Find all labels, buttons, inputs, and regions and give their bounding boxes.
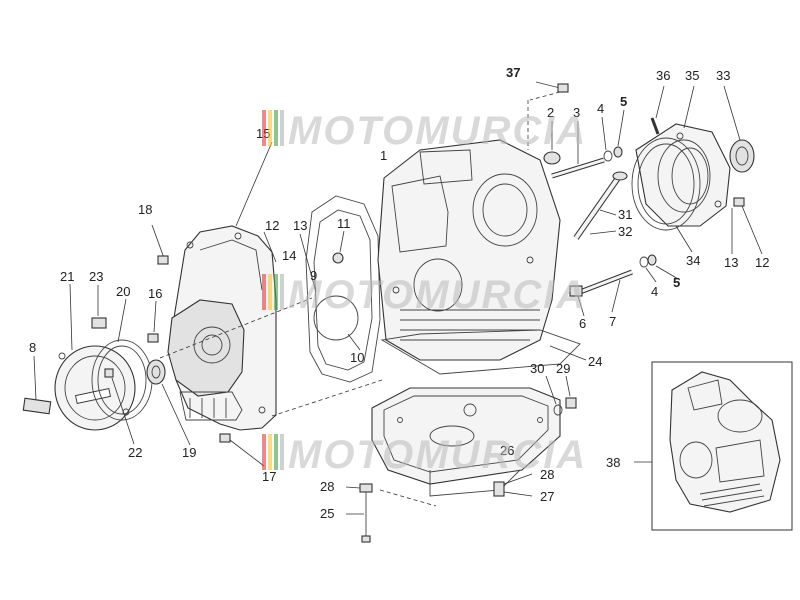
callout-9: 9	[310, 268, 317, 283]
leader-lines	[33, 85, 763, 515]
callout-31: 31	[618, 207, 632, 222]
stud-3	[551, 157, 605, 179]
timing-housing	[167, 299, 245, 421]
callout-2: 2	[547, 105, 554, 120]
callout-37: 37	[506, 65, 520, 80]
callout-21: 21	[60, 269, 74, 284]
callout-22: 22	[128, 445, 142, 460]
callout-26: 26	[500, 443, 514, 458]
callout-28-right: 28	[540, 467, 554, 482]
bush-2	[543, 151, 561, 165]
motomurcia-logo: MOTOMURCIA	[288, 433, 587, 477]
callout-11: 11	[337, 216, 351, 231]
callout-18: 18	[138, 202, 152, 217]
front-cover	[54, 345, 136, 431]
callout-4: 4	[597, 101, 604, 116]
crankcase-gasket	[305, 195, 381, 383]
stud-7	[579, 269, 633, 295]
callout-20: 20	[116, 284, 130, 299]
callout-19: 19	[182, 445, 196, 460]
pin-36	[650, 117, 660, 135]
motomurcia-logo: MOTOMURCIA	[288, 109, 587, 153]
nut-5-top	[613, 146, 623, 158]
callout-12-left: 12	[265, 218, 279, 233]
dipstick	[573, 171, 628, 240]
callout-17: 17	[262, 469, 276, 484]
washer-4-top	[603, 150, 613, 162]
callout-6: 6	[579, 316, 586, 331]
cable-clip	[91, 317, 107, 329]
watermark-bottom: MOTOMURCIA	[262, 433, 587, 477]
rear-seal	[729, 139, 755, 173]
callout-28-left: 28	[320, 479, 334, 494]
callout-labels: 2 3 4 5 37 36 35 33 31 32 34 13 12 4 5 6…	[29, 65, 769, 521]
washer-30	[553, 404, 563, 416]
callout-5-right: 5	[673, 275, 680, 290]
callout-1: 1	[380, 148, 387, 163]
bolt-18	[151, 224, 169, 265]
callout-13-left: 13	[293, 218, 307, 233]
callout-3: 3	[573, 105, 580, 120]
callout-32: 32	[618, 224, 632, 239]
crankcase	[377, 139, 561, 361]
callout-10: 10	[350, 350, 364, 365]
inset-panel	[634, 361, 793, 531]
oil-sump	[371, 387, 561, 497]
callout-8: 8	[29, 340, 36, 355]
sump-gasket	[380, 329, 581, 375]
callout-14: 14	[282, 248, 296, 263]
drain-bolt	[359, 483, 373, 543]
callout-29: 29	[556, 361, 570, 376]
drain-plug	[493, 481, 505, 497]
rubber-pad	[22, 397, 52, 415]
bush-6	[569, 285, 583, 297]
callout-16: 16	[148, 286, 162, 301]
nut-5-right	[647, 254, 657, 266]
motomurcia-logo: MOTOMURCIA	[288, 273, 587, 317]
callout-4-right: 4	[651, 284, 658, 299]
callout-23: 23	[89, 269, 103, 284]
washer-4-right	[639, 256, 649, 268]
bolt-37	[535, 81, 569, 93]
bolt-22	[104, 368, 114, 378]
oil-seal	[146, 359, 166, 385]
callout-35: 35	[685, 68, 699, 83]
rear-housing	[635, 123, 731, 227]
callout-5: 5	[620, 94, 627, 109]
callout-24: 24	[588, 354, 602, 369]
bolt-17	[219, 433, 231, 443]
watermark-middle: MOTOMURCIA	[262, 273, 587, 317]
callout-36: 36	[656, 68, 670, 83]
engine-assembly-thumbnail	[669, 371, 781, 513]
callout-7: 7	[609, 314, 616, 329]
watermark-top: MOTOMURCIA	[262, 109, 587, 153]
callout-34: 34	[686, 253, 700, 268]
bolt-29	[565, 397, 577, 409]
bolt-12-right	[733, 197, 745, 207]
bolt-16	[147, 333, 159, 343]
callout-30: 30	[530, 361, 544, 376]
callout-38: 38	[606, 455, 620, 470]
rear-gasket	[631, 137, 701, 231]
callout-27: 27	[540, 489, 554, 504]
callout-12-right: 12	[755, 255, 769, 270]
callout-33: 33	[716, 68, 730, 83]
callout-13-right: 13	[724, 255, 738, 270]
callout-25: 25	[320, 506, 334, 521]
